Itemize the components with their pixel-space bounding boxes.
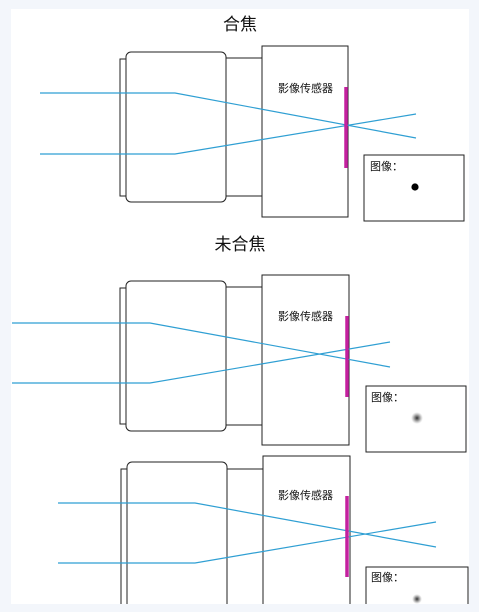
light-ray-upper	[58, 502, 437, 548]
camera-body	[262, 455, 351, 612]
sensor-label: 影像传感器	[278, 310, 333, 323]
light-ray-lower	[12, 341, 391, 384]
image-preview-label: 图像：	[371, 571, 404, 584]
section-out-of-focus: 未合焦 影像传感器 图像：	[12, 235, 467, 453]
camera-body	[261, 45, 349, 218]
lens-mount	[225, 286, 264, 426]
section-title: 未合焦	[215, 235, 266, 255]
sharp-point-image	[411, 183, 419, 191]
section-in-focus: 合焦 影像传感器 图像：	[40, 15, 465, 222]
lens-barrel	[126, 461, 228, 612]
lens-mount	[226, 468, 265, 612]
lens-mount	[225, 57, 264, 197]
image-preview-label: 图像：	[371, 391, 404, 404]
lens-barrel	[125, 280, 227, 432]
light-ray-lower	[58, 521, 437, 564]
lens-barrel	[125, 51, 227, 203]
section-title: 合焦	[223, 15, 257, 35]
blurred-point-image	[412, 594, 422, 604]
blurred-point-image	[411, 412, 423, 424]
sensor-label: 影像传感器	[278, 82, 333, 95]
light-ray-upper	[40, 92, 417, 139]
section-out-of-focus-2: 影像传感器 图像：	[58, 455, 469, 612]
sensor-label: 影像传感器	[278, 489, 333, 502]
light-ray-lower	[40, 113, 417, 155]
page-bottom-margin	[0, 604, 479, 612]
light-ray-upper	[12, 322, 391, 368]
image-preview-label: 图像：	[370, 160, 403, 173]
camera-body	[261, 274, 350, 446]
